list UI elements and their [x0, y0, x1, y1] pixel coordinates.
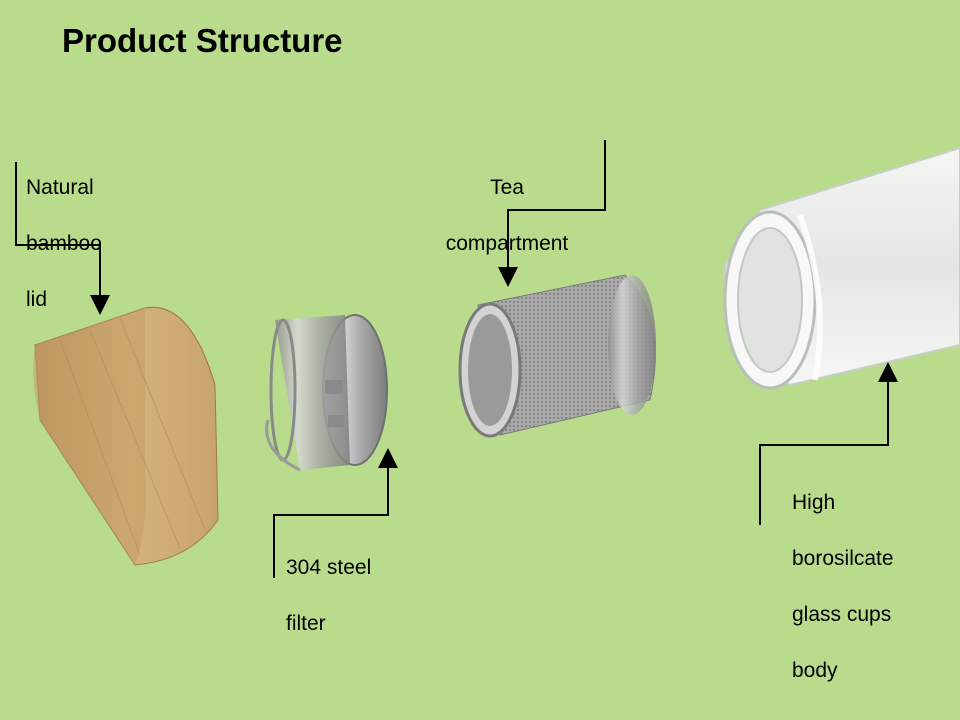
tea-compartment-label-line: Tea: [490, 176, 524, 199]
page-title: Product Structure: [62, 22, 343, 59]
steel-filter-image: [265, 314, 388, 472]
glass-body-label-line: glass cups: [792, 603, 892, 626]
bamboo-lid-label: Natural bamboo lid: [26, 146, 102, 342]
tea-compartment-callout-arrow: [498, 140, 606, 287]
tea-compartment-label-line: compartment: [445, 232, 569, 255]
tea-compartment-image: [458, 274, 656, 438]
bamboo-lid-label-line: bamboo: [26, 232, 102, 255]
bamboo-lid-callout-arrow: [15, 162, 110, 315]
bamboo-lid-label-line: Natural: [26, 176, 94, 199]
bamboo-lid-image: [33, 306, 219, 566]
bamboo-lid-label-line: lid: [26, 288, 48, 311]
steel-filter-label: 304 steel filter: [286, 526, 371, 666]
steel-filter-label-line: 304 steel: [286, 556, 372, 579]
glass-body-image: [723, 146, 960, 390]
glass-body-label-line: borosilcate: [792, 547, 894, 570]
glass-body-label-line: body: [792, 659, 838, 682]
tea-compartment-label: Tea compartment: [436, 146, 578, 286]
glass-body-label: High borosilcate glass cups body: [792, 461, 894, 713]
glass-body-callout-arrow: [759, 362, 898, 525]
steel-filter-label-line: filter: [286, 612, 326, 635]
glass-body-label-line: High: [792, 491, 836, 514]
steel-filter-callout-arrow: [273, 448, 398, 578]
